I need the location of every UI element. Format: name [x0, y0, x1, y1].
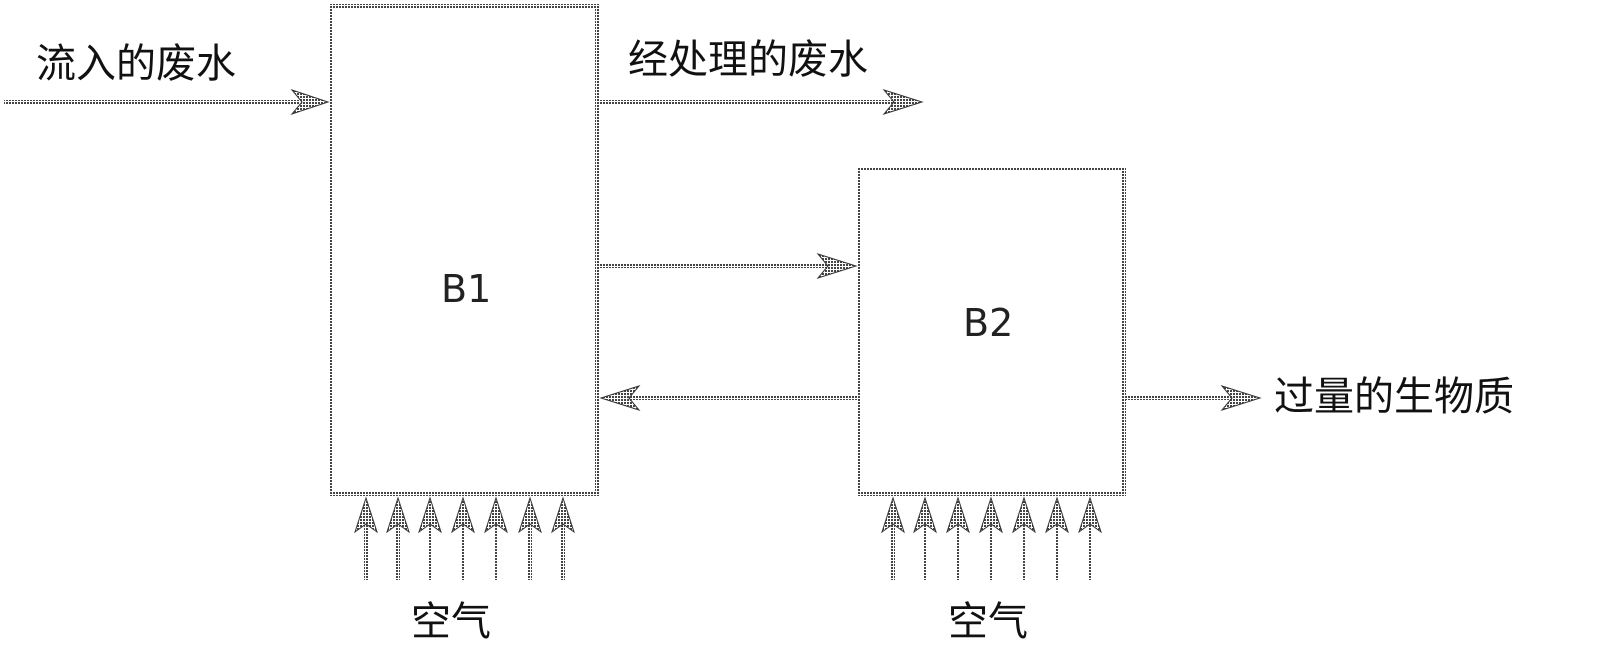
air-arrow: [881, 496, 905, 580]
air-arrow: [913, 496, 937, 580]
air-arrow: [551, 496, 575, 580]
influent-arrow: [4, 88, 330, 116]
tank-b2-label: B2: [963, 301, 1014, 345]
tank-b2-box: [857, 167, 1126, 496]
air-arrows-b1: [354, 496, 575, 580]
air-arrow: [354, 496, 378, 580]
air-label-b2: 空气: [948, 599, 1028, 645]
excess-biomass-arrow: [1126, 385, 1262, 411]
excess-biomass-label: 过量的生物质: [1274, 374, 1514, 420]
air-arrow: [1078, 496, 1102, 580]
b2-to-b1-arrow: [599, 385, 857, 411]
air-arrow: [946, 496, 970, 580]
air-arrow: [386, 496, 410, 580]
influent-label: 流入的废水: [36, 41, 236, 87]
treated-effluent-label: 经处理的废水: [628, 37, 868, 83]
tank-b1-box: [329, 4, 599, 496]
air-arrow: [979, 496, 1003, 580]
air-arrows-b2: [881, 496, 1102, 580]
air-arrow: [1012, 496, 1036, 580]
b1-to-b2-arrow: [599, 253, 858, 279]
tank-b1-label: B1: [441, 267, 492, 311]
air-arrow: [1045, 496, 1069, 580]
air-label-b1: 空气: [411, 599, 491, 645]
air-arrow: [484, 496, 508, 580]
air-arrow: [418, 496, 442, 580]
air-arrow: [451, 496, 475, 580]
treated-effluent-arrow: [599, 89, 924, 115]
air-arrow: [518, 496, 542, 580]
